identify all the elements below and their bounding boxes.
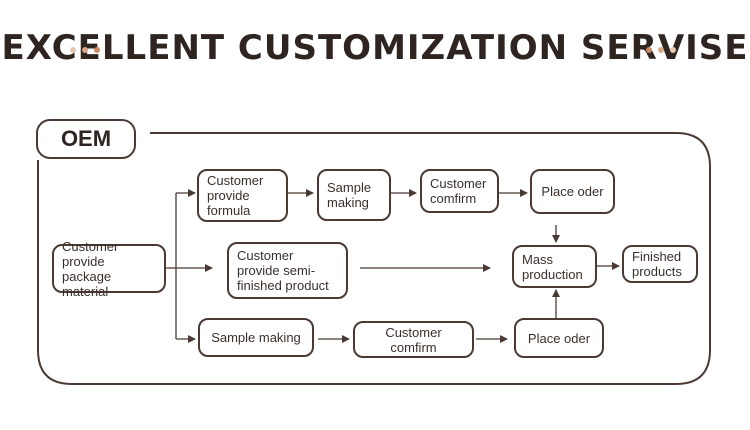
step-sample-making-top: Sample making	[317, 169, 391, 221]
oem-frame	[37, 132, 711, 385]
step-semi-finished: Customer provide semi-finished product	[227, 242, 348, 299]
step-mass-production: Mass production	[512, 245, 597, 288]
step-customer-confirm-bottom: Customer comfirm	[353, 321, 474, 358]
dot-icon	[82, 47, 88, 53]
dot-icon	[70, 47, 76, 53]
step-customer-confirm-top: Customer comfirm	[420, 169, 499, 213]
dot-icon	[670, 47, 676, 53]
oem-label: OEM	[36, 119, 136, 159]
step-customer-formula: Customer provide formula	[197, 169, 288, 222]
dot-icon	[646, 47, 652, 53]
step-finished-products: Finished products	[622, 245, 698, 283]
step-package-material: Customer provide package material	[52, 239, 166, 299]
step-place-order-top: Place oder	[530, 169, 615, 214]
page-title: EXCELLENT CUSTOMIZATION SERVISE	[1, 28, 749, 68]
title-dots-left	[70, 47, 100, 53]
step-place-order-bottom: Place oder	[514, 318, 604, 358]
dot-icon	[94, 47, 100, 53]
dot-icon	[658, 47, 664, 53]
step-sample-making-bottom: Sample making	[198, 318, 314, 357]
title-dots-right	[646, 47, 676, 53]
